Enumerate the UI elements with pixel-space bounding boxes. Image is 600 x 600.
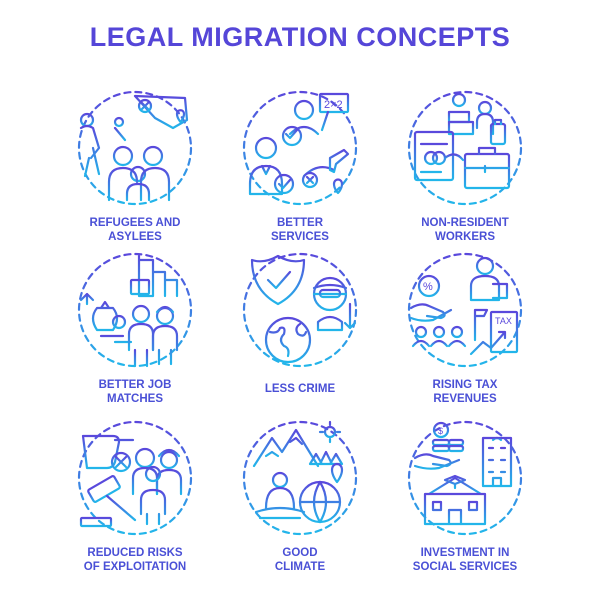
- job-matches-icon: [75, 250, 195, 370]
- concept-less-crime: LESS CRIME: [200, 250, 400, 420]
- svg-text:%: %: [423, 281, 433, 293]
- concept-label: LESS CRIME: [264, 383, 336, 395]
- exploitation-icon: [75, 418, 195, 538]
- refugees-family-icon: [75, 88, 195, 208]
- tax-revenues-icon: % TAX: [405, 250, 525, 370]
- better-services-icon: 2×2: [240, 88, 360, 208]
- good-climate-icon: [240, 418, 360, 538]
- svg-text:TAX: TAX: [495, 316, 512, 326]
- svg-text:2×2: 2×2: [324, 99, 343, 111]
- non-resident-workers-icon: [405, 88, 525, 208]
- page-title: LEGAL MIGRATION CONCEPTS: [89, 22, 511, 52]
- less-crime-icon: [240, 250, 360, 370]
- svg-text:$: $: [438, 426, 443, 436]
- social-investment-icon: $: [405, 418, 525, 538]
